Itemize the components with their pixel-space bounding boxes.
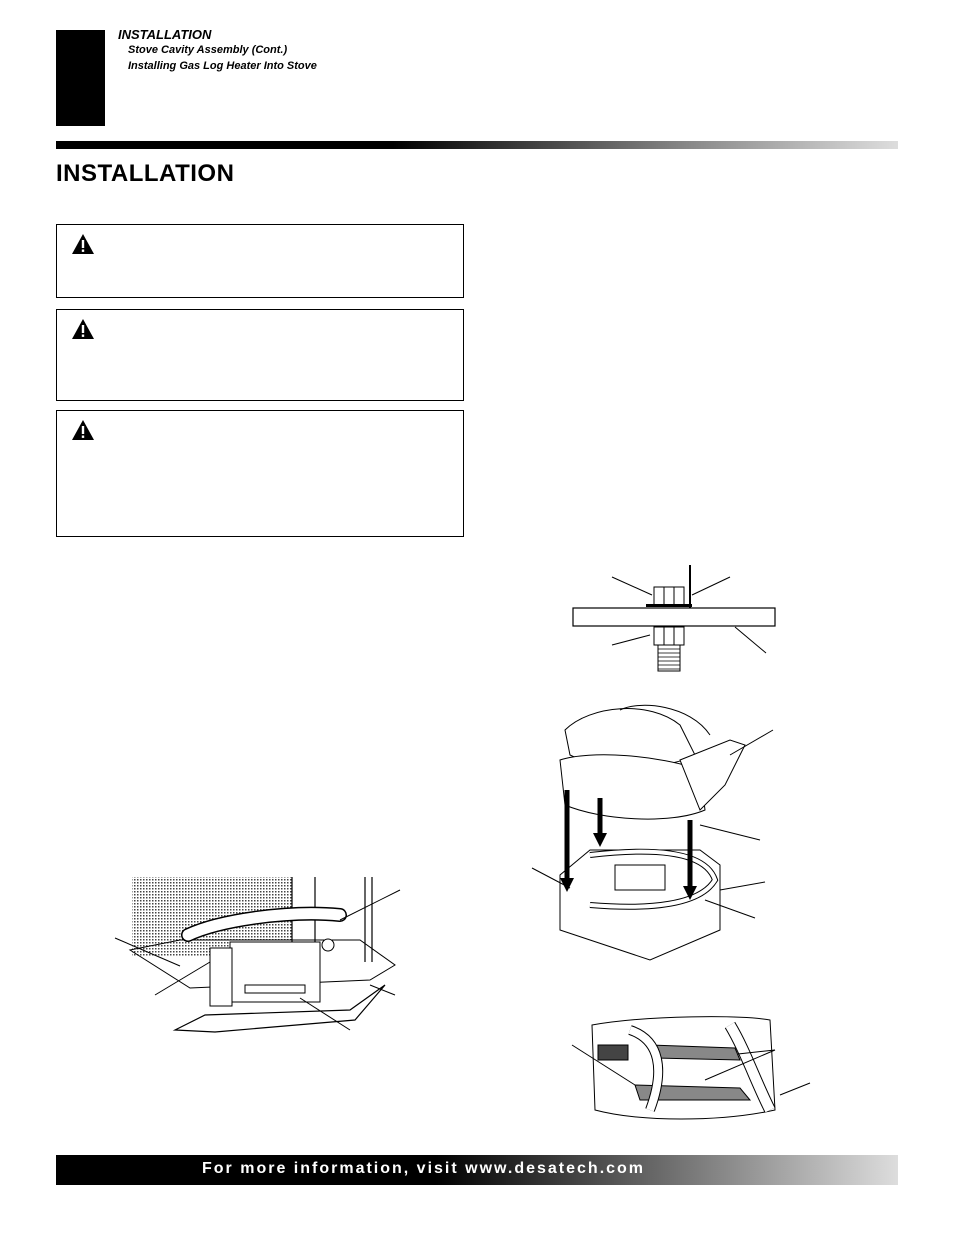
warning-box-2 xyxy=(56,309,464,401)
bolt-detail-figure xyxy=(572,565,776,672)
log-top-view-figure xyxy=(571,1016,811,1120)
footer-website-text: For more information, visit www.desatech… xyxy=(202,1160,646,1177)
warning-triangle-icon xyxy=(72,420,94,440)
warning-box-1 xyxy=(56,224,464,298)
log-placement-figure xyxy=(531,704,774,961)
header-subitem-cavity: Stove Cavity Assembly (Cont.) xyxy=(128,44,288,56)
section-tab-block xyxy=(56,30,105,126)
warning-box-3 xyxy=(56,410,464,537)
warning-triangle-icon xyxy=(72,319,94,339)
header-section-title: INSTALLATION xyxy=(118,27,212,42)
header-gradient-rule xyxy=(56,141,898,149)
header-subitem-installing: Installing Gas Log Heater Into Stove xyxy=(128,60,317,72)
heater-in-stove-figure xyxy=(114,877,401,1033)
warning-triangle-icon xyxy=(72,234,94,254)
page-title: INSTALLATION xyxy=(56,160,235,187)
footer-bar: For more information, visit www.desatech… xyxy=(56,1155,898,1185)
